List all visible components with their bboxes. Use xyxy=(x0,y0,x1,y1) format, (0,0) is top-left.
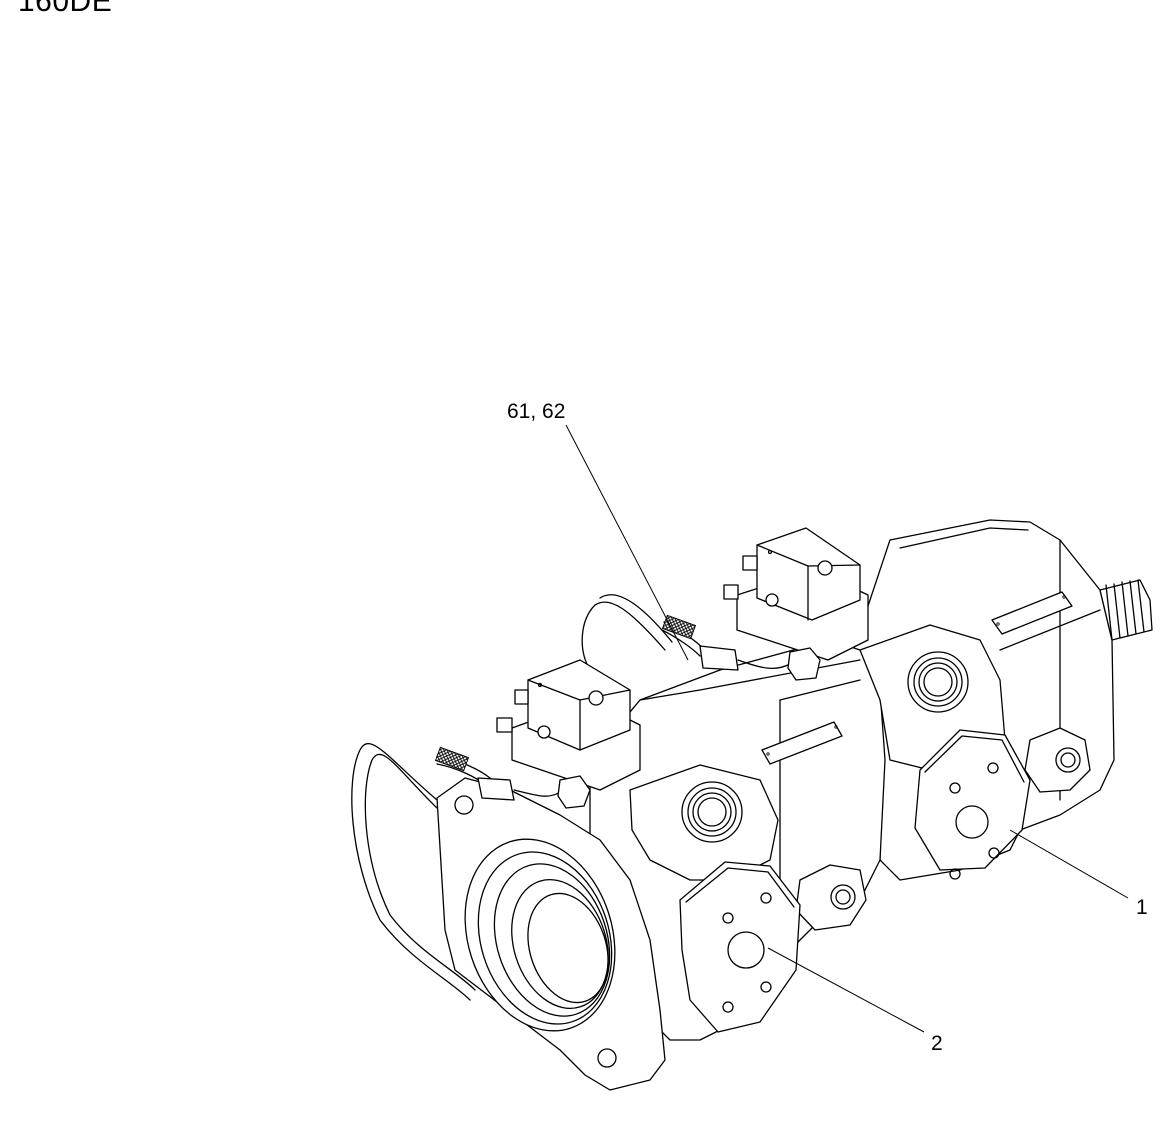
hose-rear xyxy=(661,614,821,681)
control-valve-front xyxy=(496,659,641,791)
port-flange-2 xyxy=(679,861,801,1033)
callout-2: 2 xyxy=(931,1032,943,1055)
hose-front xyxy=(434,746,591,809)
leader-2 xyxy=(767,947,925,1033)
port-flange-1 xyxy=(914,729,1031,880)
return-loop-rear xyxy=(581,594,673,671)
callout-61-62: 61, 62 xyxy=(507,400,566,423)
return-loop-front xyxy=(351,743,476,1001)
leader-61-62 xyxy=(565,424,689,661)
callout-1: 1 xyxy=(1136,896,1148,919)
front-port-block xyxy=(629,764,779,881)
leader-1 xyxy=(1009,829,1129,899)
drawing-model-code: 160DE xyxy=(18,0,113,18)
mounting-flange xyxy=(436,777,666,1091)
control-valve-rear xyxy=(723,527,869,661)
